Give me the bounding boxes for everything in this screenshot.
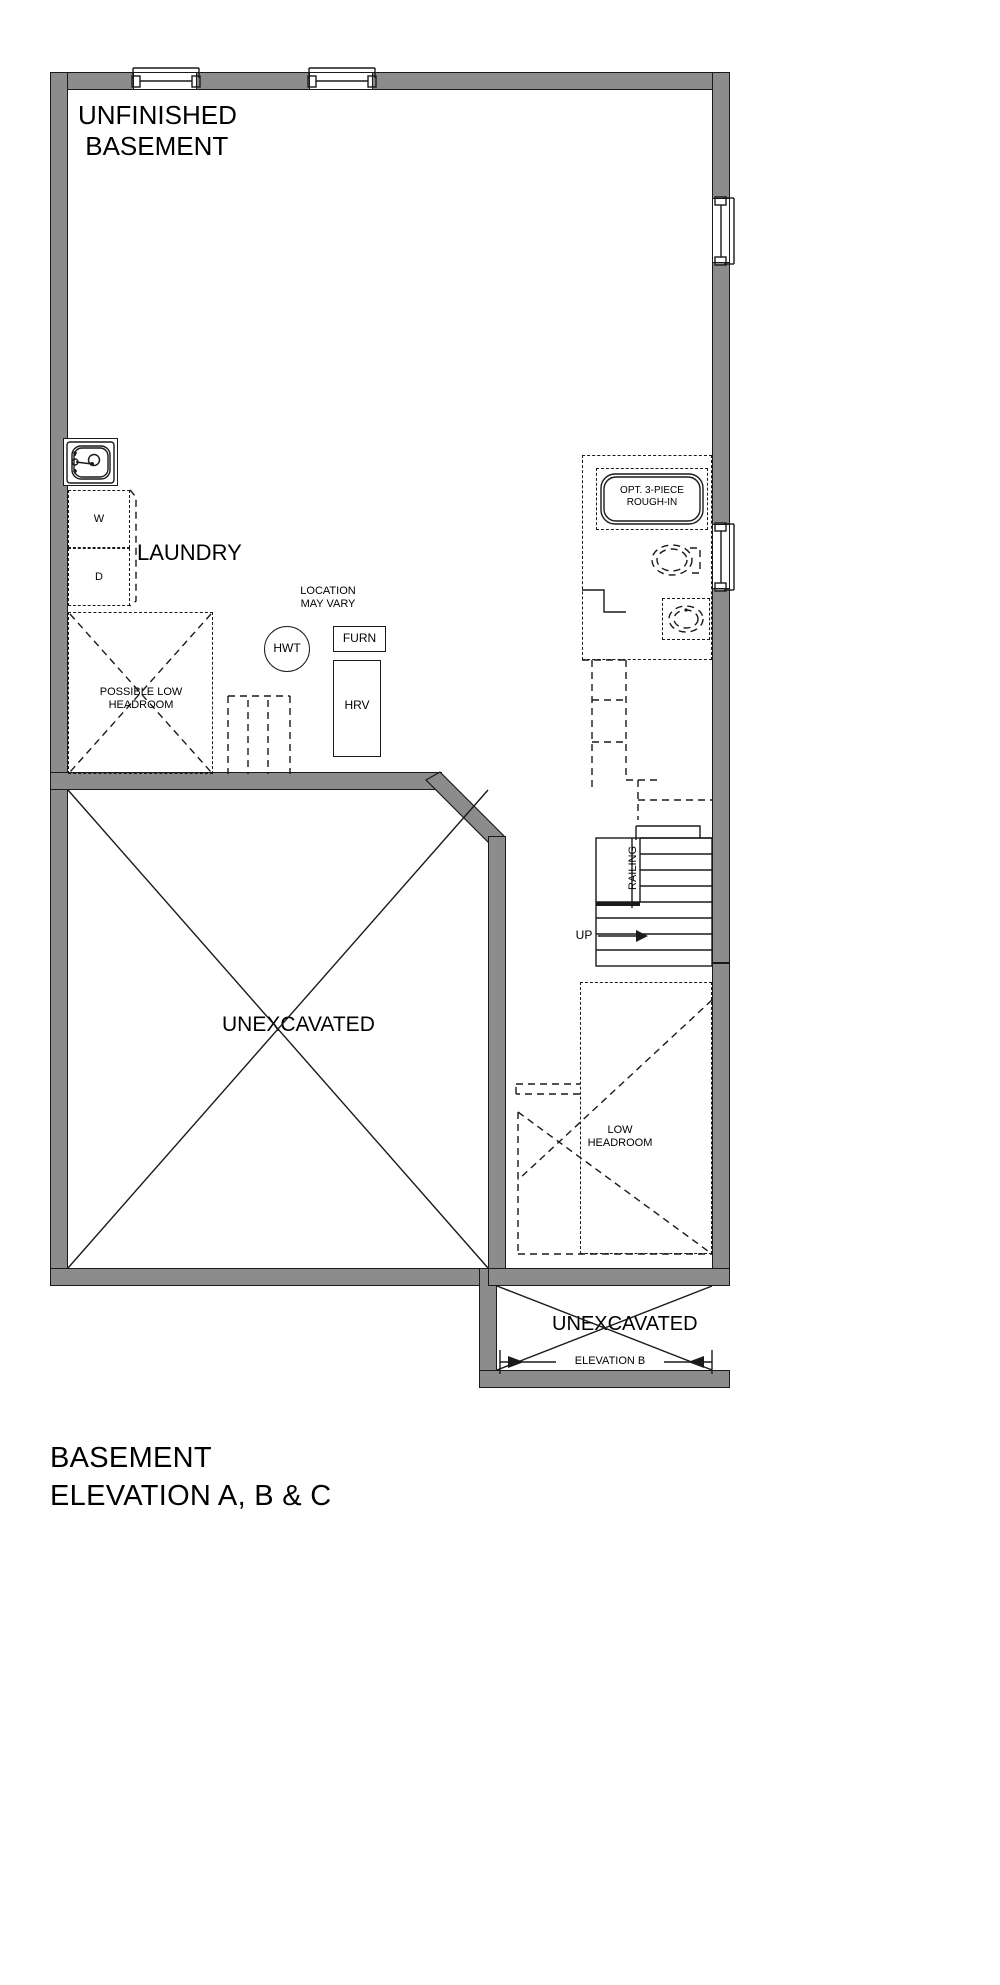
hrv-box bbox=[333, 660, 381, 757]
label-possible-low-headroom: POSSIBLE LOW HEADROOM bbox=[99, 686, 183, 711]
label-opt-rough-in: OPT. 3-PIECE ROUGH-IN bbox=[620, 485, 684, 508]
tub-outer bbox=[596, 468, 708, 530]
tub-icon bbox=[600, 473, 704, 525]
label-laundry: LAUNDRY bbox=[137, 540, 242, 565]
drawing-title-line2: ELEVATION A, B & C bbox=[50, 1480, 332, 1512]
label-up: UP bbox=[575, 928, 593, 942]
window-detail-right bbox=[714, 196, 735, 592]
rough-in-room-outline bbox=[582, 455, 712, 660]
label-unexcavated-main: UNEXCAVATED bbox=[222, 1013, 375, 1036]
vanity-box bbox=[662, 598, 710, 640]
washer-box bbox=[68, 490, 130, 548]
low-headroom-zone bbox=[580, 982, 712, 1254]
label-location-may-vary: LOCATION MAY VARY bbox=[300, 585, 356, 610]
wall-lower-top bbox=[488, 1268, 730, 1286]
dryer-box bbox=[68, 548, 130, 606]
duct-runs bbox=[227, 695, 291, 774]
wall-right-upper-c bbox=[712, 588, 730, 963]
label-furnace: FURN bbox=[342, 631, 377, 645]
vanity-sink-icon bbox=[668, 605, 704, 633]
window-detail-top bbox=[131, 67, 377, 88]
furnace-box bbox=[333, 626, 386, 652]
label-washer: W bbox=[93, 513, 105, 525]
laundry-sink-icon bbox=[66, 441, 115, 484]
label-elevation-b: ELEVATION B bbox=[556, 1355, 664, 1368]
wall-lower-bottom bbox=[479, 1370, 730, 1388]
label-hrv: HRV bbox=[344, 698, 370, 712]
possible-low-headroom-zone bbox=[68, 612, 213, 774]
drawing-title-line1: BASEMENT bbox=[50, 1442, 212, 1474]
toilet-icon bbox=[651, 544, 701, 576]
label-unfinished-basement: UNFINISHED BASEMENT bbox=[78, 100, 237, 161]
label-unexcavated-lower: UNEXCAVATED bbox=[552, 1313, 698, 1335]
hot-water-tank bbox=[264, 626, 310, 672]
label-low-headroom: LOW HEADROOM bbox=[587, 1124, 653, 1149]
bath-wall-jog bbox=[582, 589, 712, 820]
label-dryer: D bbox=[95, 571, 103, 583]
washer-dryer-side-detail bbox=[129, 489, 137, 607]
label-hwt: HWT bbox=[273, 641, 301, 655]
